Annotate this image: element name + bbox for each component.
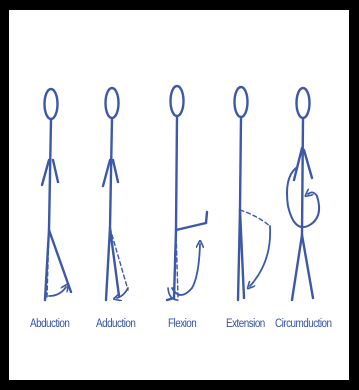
extension-figure <box>235 87 271 300</box>
abduction-label: Abduction <box>30 318 69 336</box>
adduction-figure <box>103 88 128 300</box>
abduction-figure <box>42 89 71 300</box>
flexion-label: Flexion <box>168 318 196 336</box>
flexion-figure <box>167 86 207 300</box>
extension-label: Extension <box>226 318 265 336</box>
adduction-label: Adduction <box>96 318 135 336</box>
circumduction-figure <box>287 88 319 300</box>
circumduction-label: Circumduction <box>275 318 332 336</box>
